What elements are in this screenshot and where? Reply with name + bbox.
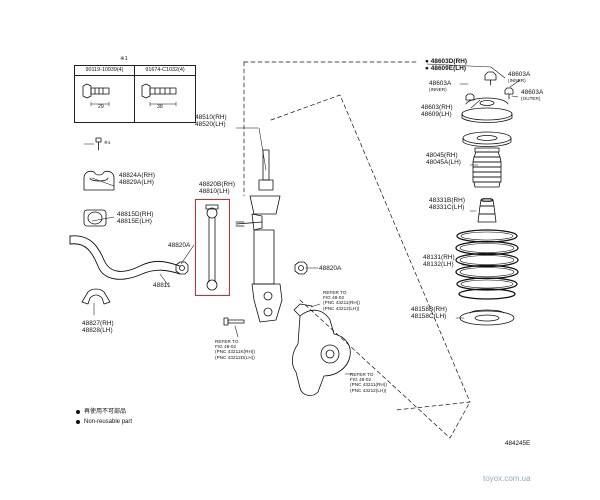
- callout-mount-sub: 48603(RH)48609(LH): [421, 104, 453, 119]
- bolt-table: 90119-10939(4) 91674-C1032(4) 29 38: [74, 65, 196, 123]
- stabilizer-link: [205, 204, 219, 291]
- top-nut-a-right: [504, 87, 514, 100]
- spring-upper-seat: [462, 131, 512, 147]
- highlight-box: [195, 199, 230, 296]
- callout-lower-bracket: 48827(RH)48828(LH): [82, 320, 114, 335]
- coil-spring: [455, 229, 519, 300]
- nut-left: [175, 261, 189, 275]
- callout-nut-right: 48820A: [319, 265, 342, 272]
- bolt-x1: [95, 137, 102, 151]
- bump-bellows: [472, 147, 502, 188]
- strut-bolt: [223, 317, 245, 326]
- callout-upper-bracket: 48824A(RH)48829A(LH): [119, 172, 156, 187]
- bushing: [83, 209, 107, 227]
- nut-strut: [294, 261, 308, 275]
- legend-row-jp: 再使用不可部品: [76, 407, 132, 417]
- stabilizer-bar: [69, 235, 181, 280]
- table-bolt-1: [82, 83, 110, 107]
- callout-stab-bar: 48811: [153, 282, 171, 289]
- table-col1-dim: 29: [98, 104, 104, 110]
- table-marker: ※1: [120, 56, 128, 62]
- bump-stopper: [477, 197, 497, 223]
- legend-text-en: Non-reusable part: [84, 419, 133, 425]
- callout-nut-left: 48820A: [168, 242, 191, 249]
- table-col2-header: 91674-C1032(4): [135, 66, 195, 76]
- callout-nut-a-top: 48603A (INNER): [429, 80, 452, 93]
- callout-nut-a-right: 48603A (INNER): [508, 71, 531, 84]
- callout-bushing: 48815D(RH)48815E(LH): [117, 211, 154, 226]
- table-bolt-2: [141, 83, 177, 107]
- lower-bracket: [81, 288, 111, 305]
- callout-stopper: 48331B(RH)48331C(LH): [429, 197, 466, 212]
- legend: 再使用不可部品 Non-reusable part: [76, 407, 132, 427]
- callout-bumper: 48045(RH)48045A(LH): [426, 152, 461, 167]
- callout-spring: 48131(RH)48132(LH): [423, 254, 455, 269]
- top-nut: [484, 71, 497, 86]
- watermark: toyox.com.ua: [483, 474, 531, 483]
- strut: [235, 149, 283, 323]
- callout-stab-link: 48820B(RH)48810(LH): [199, 181, 236, 196]
- callout-nut-a-outer: 48603A (OUTER): [521, 89, 544, 102]
- table-divider: [134, 66, 135, 122]
- callout-bolt-marker: ※1: [104, 140, 111, 145]
- table-col2-dim: 38: [157, 104, 163, 110]
- top-mount: [461, 97, 513, 123]
- bullet-icon: [76, 420, 80, 424]
- callout-strut: 48510(RH)48520(LH): [195, 114, 227, 129]
- upper-bracket: [83, 170, 115, 191]
- steering-knuckle: [292, 303, 351, 396]
- legend-text-jp: 再使用不可部品: [84, 409, 127, 415]
- callout-insulator: 48158B(RH)48158C(LH): [411, 306, 448, 321]
- bullet-icon: [76, 410, 80, 414]
- assembly-envelope: [243, 61, 471, 439]
- top-nut-a-left: [465, 93, 475, 101]
- table-col1-header: 90119-10939(4): [75, 66, 134, 76]
- spring-insulator: [459, 309, 515, 326]
- callout-mount: ● 48603D(RH)● 48609E(LH): [425, 58, 468, 73]
- leader-lines: [83, 63, 521, 375]
- legend-row-en: Non-reusable part: [76, 417, 132, 427]
- diagram-id: 484245E: [505, 440, 531, 447]
